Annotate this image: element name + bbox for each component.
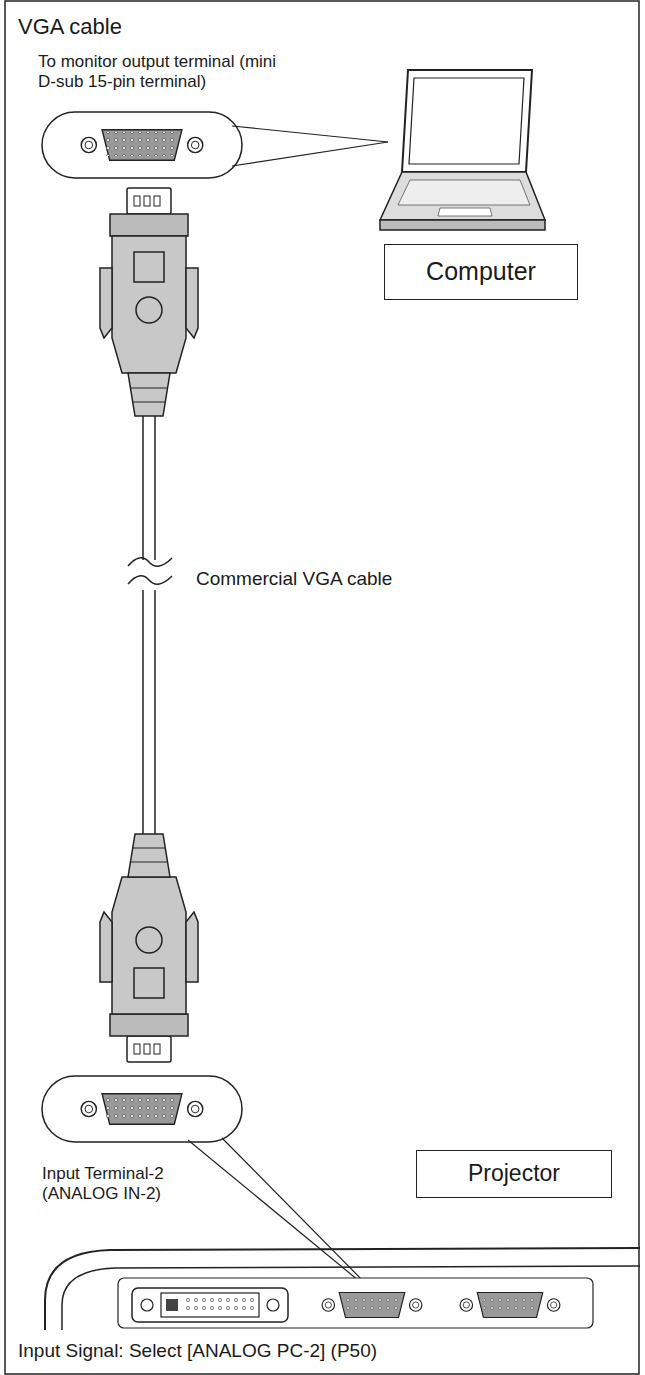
diagram-caption: Input Signal: Select [ANALOG PC-2] (P50): [18, 1340, 618, 1363]
terminal-label: To monitor output terminal (mini D-sub 1…: [38, 52, 288, 93]
diagram-title: VGA cable: [18, 14, 318, 40]
terminal-label: Input Terminal-2 (ANALOG IN-2): [42, 1164, 192, 1205]
device-box: Projector: [416, 1150, 612, 1198]
box-text: Computer: [426, 258, 536, 286]
laptop: [380, 70, 545, 230]
cable-label: Commercial VGA cable: [196, 568, 476, 591]
device-box: Computer: [384, 244, 578, 300]
box-text: Projector: [468, 1161, 560, 1186]
